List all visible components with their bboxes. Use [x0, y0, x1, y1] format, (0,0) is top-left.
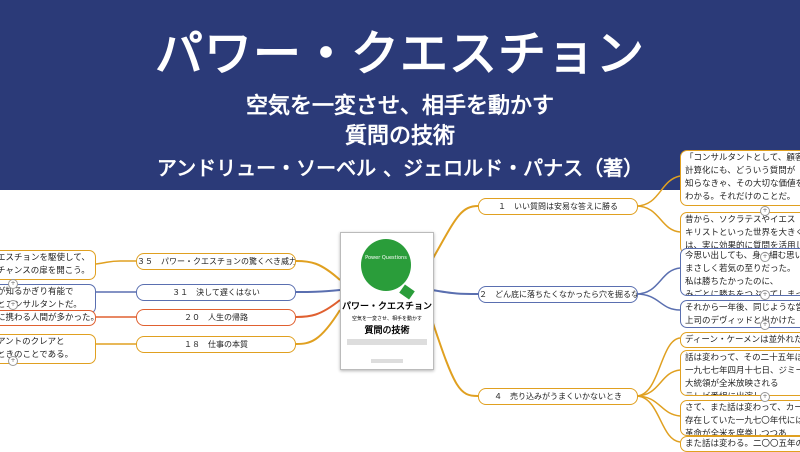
link-1 — [431, 205, 479, 261]
subtitle-line1: 空気を一変させ、相手を動かす — [245, 94, 554, 119]
expand-dot[interactable]: + — [760, 252, 770, 262]
book-title: パワー・クエスチョン — [341, 302, 432, 312]
leaf-4c[interactable]: さて、また話は変わって、カーター 存在していた一九七〇年代には、 革命が全米を席… — [680, 400, 800, 436]
book-publisher-line — [371, 359, 403, 363]
expand-dot[interactable]: + — [760, 392, 770, 402]
link-4 — [431, 319, 479, 397]
book-author-line — [347, 339, 427, 345]
leaf-1a[interactable]: 「コンサルタントとして、顧客 計算化にも、どういう質問が 知らなきゃ、その大切な… — [680, 150, 800, 206]
page-title: パワー・クエスチョン — [154, 26, 645, 82]
subtitle-line2: 質問の技術 — [344, 124, 455, 149]
book-subtitle: 空気を一変させ、相手を動かす — [351, 316, 422, 322]
topic-4[interactable]: ４ 売り込みがうまくいかないとき — [478, 388, 638, 405]
link-18 — [295, 309, 341, 345]
topic-20[interactable]: ２０ 人生の帰路 — [136, 309, 296, 326]
topic-2[interactable]: ２ どん底に落ちたくなかったら穴を掘るな — [478, 286, 638, 303]
topic-35[interactable]: ３５ パワー・クエスチョンの驚くべき威力 — [136, 253, 296, 270]
book-cover: Power Questions パワー・クエスチョン 空気を一変させ、相手を動か… — [340, 232, 434, 370]
book-badge: Power Questions — [365, 255, 407, 261]
link-35 — [295, 260, 341, 281]
leaf-4a[interactable]: ディーン・ケーメンは並外れた発明 — [680, 332, 800, 348]
leaf-20[interactable]: に携わる人間が多かった。 — [0, 310, 96, 326]
topic-31[interactable]: ３１ 決して遅くはない — [136, 284, 296, 301]
leaf-2b[interactable]: それから一年後、同じような営業 上司のデヴィッドと出かけた — [680, 300, 800, 328]
leaf-4b[interactable]: 話は変わって、その二十五年ほ 一九七七年四月十七日、ジミー・ 大統領が全米放映さ… — [680, 350, 800, 396]
link-31 — [295, 289, 341, 293]
leaf-35[interactable]: エスチョンを駆使して、 チャンスの扉を開こう。 — [0, 250, 96, 280]
link-20 — [295, 299, 341, 318]
expand-dot[interactable]: + — [8, 356, 18, 366]
expand-dot[interactable]: + — [760, 290, 770, 300]
q-logo: Power Questions — [361, 239, 415, 300]
authors: アンドリュー・ソーベル 、ジェロルド・パナス（著） — [156, 156, 644, 180]
topic-18[interactable]: １８ 仕事の本質 — [136, 336, 296, 353]
expand-dot[interactable]: + — [8, 279, 18, 289]
book-main: 質問の技術 — [364, 326, 410, 336]
link-2 — [431, 289, 479, 295]
leaf-2a[interactable]: 今思い出しても、身の細む思いが まさしく若気の至りだった。 私は勝ちたかったのに… — [680, 248, 800, 296]
expand-dot[interactable]: + — [760, 320, 770, 330]
expand-dot[interactable]: + — [760, 206, 770, 216]
header-banner: パワー・クエスチョン 空気を一変させ、相手を動かす 質問の技術 アンドリュー・ソ… — [0, 0, 800, 190]
topic-1[interactable]: １ いい質問は安易な答えに勝る — [478, 198, 638, 215]
expand-dot[interactable]: + — [8, 300, 18, 310]
